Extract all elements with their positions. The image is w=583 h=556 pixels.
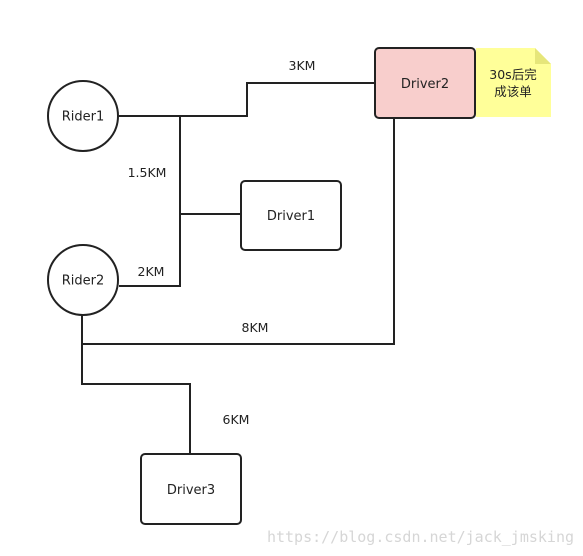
edge-rider1-driver1 — [119, 115, 241, 215]
edge-label-6km: 6KM — [223, 412, 250, 427]
note-fold — [535, 48, 551, 64]
edge-label-1-5km: 1.5KM — [128, 165, 167, 180]
node-rider2[interactable]: Rider2 — [47, 244, 119, 316]
edge-label-8km: 8KM — [242, 320, 269, 335]
note-callout[interactable]: 30s后完 成该单 — [476, 48, 551, 117]
note-line-1: 30s后完 — [489, 67, 536, 82]
node-driver2[interactable]: Driver2 — [374, 47, 476, 119]
edge-rider2-driver1 — [119, 214, 181, 287]
node-driver1[interactable]: Driver1 — [240, 180, 342, 251]
edge-label-2km: 2KM — [138, 264, 165, 279]
node-driver3[interactable]: Driver3 — [140, 453, 242, 525]
watermark-url: https://blog.csdn.net/jack_jmsking — [267, 528, 574, 546]
node-rider1[interactable]: Rider1 — [47, 80, 119, 152]
node-driver2-label: Driver2 — [401, 77, 449, 92]
node-rider1-label: Rider1 — [62, 110, 105, 125]
edge-rider1-driver2 — [119, 82, 375, 117]
node-rider2-label: Rider2 — [62, 274, 105, 289]
node-driver3-label: Driver3 — [167, 483, 215, 498]
edge-rider2-driver3 — [81, 315, 191, 454]
edge-label-3km: 3KM — [289, 58, 316, 73]
note-line-2: 成该单 — [494, 84, 532, 99]
node-driver1-label: Driver1 — [267, 209, 315, 224]
